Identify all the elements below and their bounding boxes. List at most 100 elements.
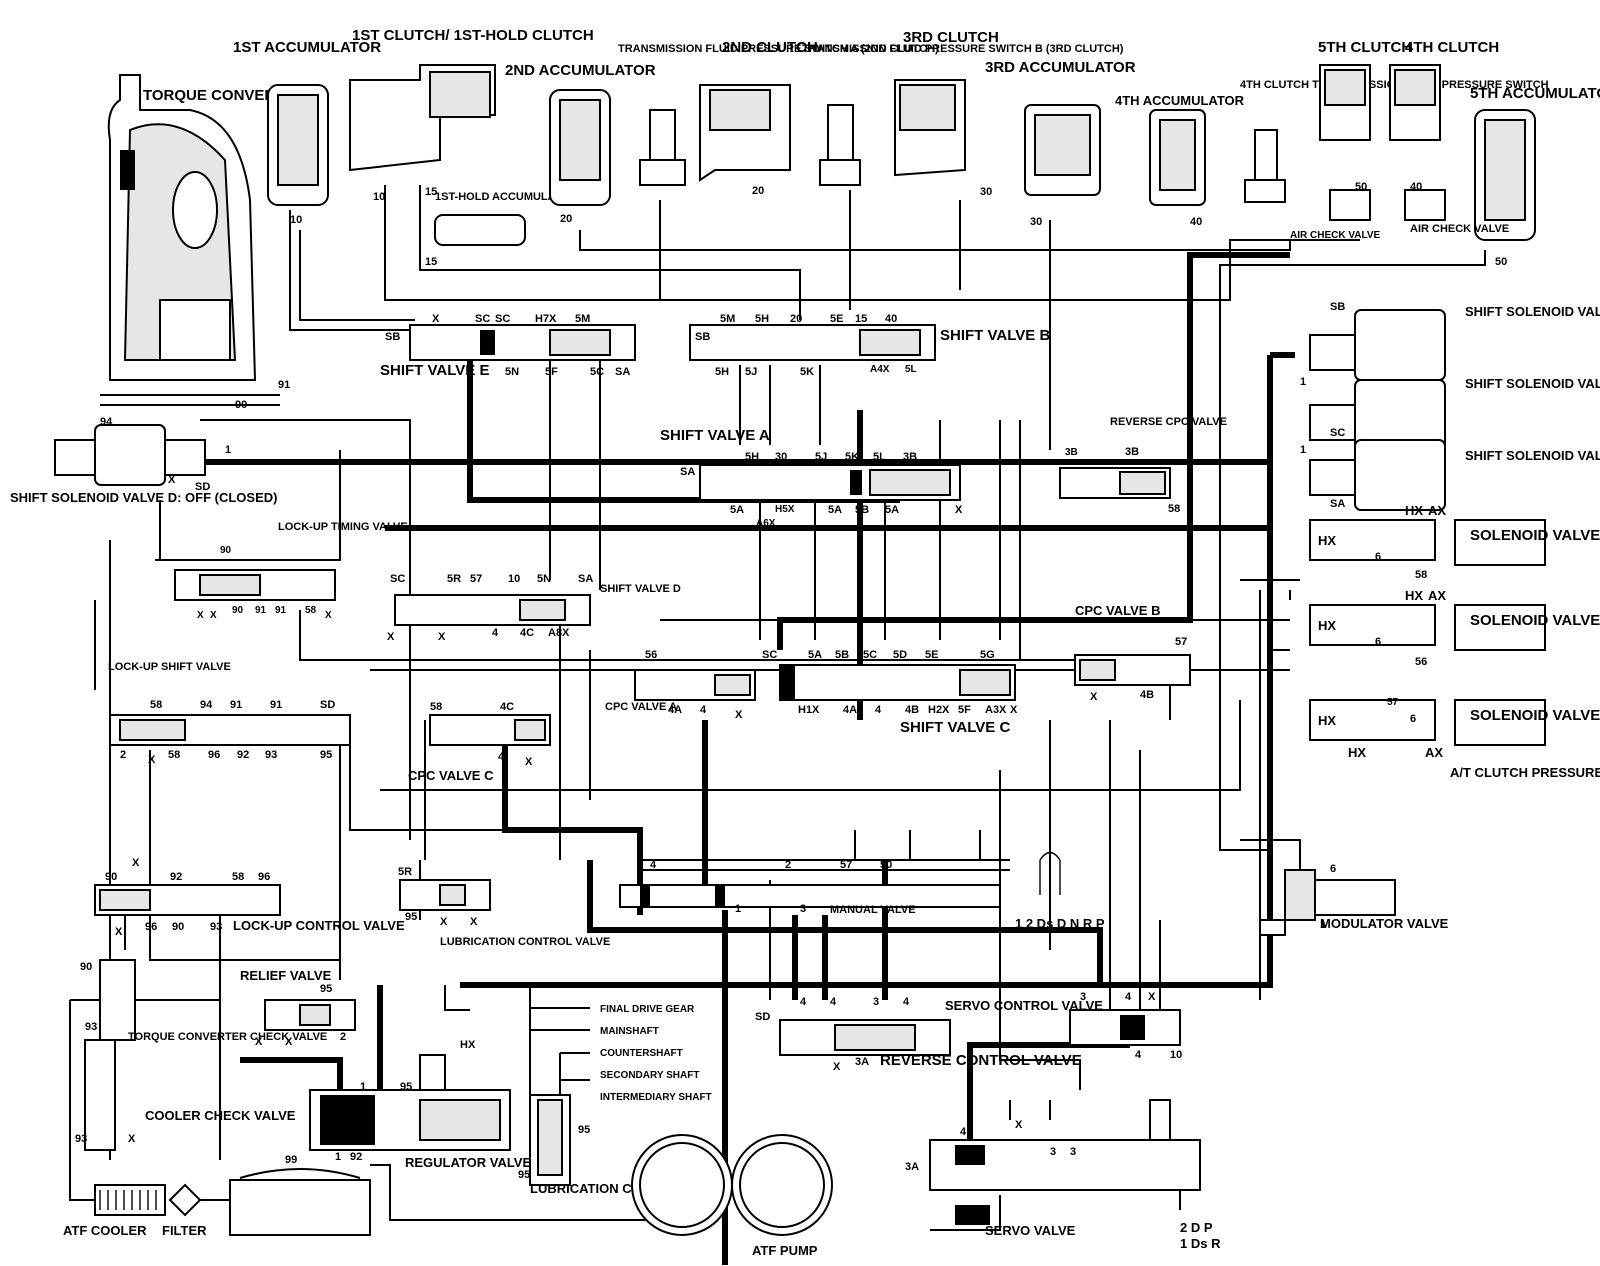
shift-solenoid-c-label: SHIFT SOLENOID VALVE C: OFF (OPEN) [1465, 376, 1600, 391]
cpc-valve-b-label: CPC VALVE B [1075, 603, 1160, 618]
port-4: 4 [1125, 991, 1132, 1003]
port-5k: 5K [845, 451, 859, 463]
port-96: 96 [258, 871, 270, 883]
port-30: 30 [775, 451, 787, 463]
servo-positions-top: 2 D P [1180, 1220, 1213, 1235]
port-90: 90 [80, 961, 92, 973]
port-1: 1 [225, 444, 231, 456]
port-1: 1 [1300, 444, 1306, 456]
port-x: X [148, 754, 156, 766]
port-10: 10 [1170, 1049, 1182, 1061]
port-96: 96 [145, 921, 157, 933]
port-10: 10 [508, 573, 520, 585]
servo-valve-label: SERVO VALVE [985, 1223, 1076, 1238]
torque-converter: TORQUE CONVERTER [100, 74, 305, 406]
first-clutch: 1ST CLUTCH/ 1ST-HOLD CLUTCH [349, 27, 594, 172]
servo-positions-bottom: 1 Ds R [1180, 1236, 1221, 1251]
port-sa: SA [578, 573, 593, 585]
atf-cooler-label: ATF COOLER [63, 1223, 147, 1238]
third-accumulator: 3RD ACCUMULATOR [985, 59, 1136, 196]
port-5a: 5A [808, 649, 822, 661]
port-sa: SA [680, 466, 695, 478]
lockup-shift-valve: LOCK-UP SHIFT VALVE [108, 661, 351, 746]
port-h2x: H2X [928, 704, 950, 716]
port-40: 40 [1410, 181, 1422, 193]
cpc-valve-c: CPC VALVE C [408, 714, 551, 783]
port-3: 3 [873, 996, 879, 1008]
port-2: 2 [785, 859, 791, 871]
relief-valve: RELIEF VALVE [240, 968, 356, 1031]
cooler-check-valve-label: COOLER CHECK VALVE [145, 1108, 296, 1123]
port-5a: 5A [885, 504, 899, 516]
shift-valve-d-label: SHIFT VALVE D [600, 583, 681, 595]
port-x: X [210, 610, 217, 621]
fluid-passages [69, 185, 1486, 1221]
air-check-valve-2-label: AIR CHECK VALVE [1410, 223, 1509, 235]
port-x: X [325, 610, 332, 621]
second-accumulator-label: 2ND ACCUMULATOR [505, 62, 656, 79]
shift-solenoid-c: SHIFT SOLENOID VALVE C: OFF (OPEN) [1309, 376, 1600, 451]
port-5c: 5C [863, 649, 877, 661]
shift-solenoid-b-label: SHIFT SOLENOID VALVE B: ON (CLOSED) [1465, 304, 1600, 319]
oil-pan [229, 1168, 371, 1236]
port-56: 56 [1415, 656, 1427, 668]
port-5j: 5J [815, 451, 827, 463]
manual-positions-label: 1 2 Ds D N R P [1015, 916, 1105, 931]
port-95: 95 [578, 1124, 590, 1136]
port-95: 95 [320, 749, 332, 761]
port-h1x: H1X [798, 704, 820, 716]
port-20: 20 [752, 185, 764, 197]
reverse-control-valve: REVERSE CONTROL VALVE [880, 1009, 1181, 1069]
port-58: 58 [232, 871, 244, 883]
lube-mainshaft: MAINSHAFT [600, 1026, 659, 1037]
port-15: 15 [855, 313, 867, 325]
port-90: 90 [220, 545, 232, 556]
port-58: 58 [430, 701, 442, 713]
shift-valve-c: SHIFT VALVE C [779, 664, 1016, 736]
port-1: 1 [1300, 376, 1306, 388]
cpc-valve-a: CPC VALVE A [605, 669, 756, 713]
port-5c20: 20 [790, 313, 802, 325]
port-91: 91 [278, 379, 290, 391]
torque-converter-label: TORQUE CONVERTER [143, 87, 305, 104]
port-96: 96 [208, 749, 220, 761]
port-91: 91 [270, 699, 282, 711]
port-sa: SA [1330, 498, 1345, 510]
port-3: 3 [1050, 1146, 1056, 1158]
port-95: 95 [320, 983, 332, 995]
port-3a: 3A [905, 1161, 919, 1173]
solenoid-c-ax-top: AX [1428, 503, 1446, 518]
solenoid-c-hx: HX [1318, 533, 1336, 548]
port-5a: 5A [828, 504, 842, 516]
tfp-switch-a: TRANSMISSION FLUID PRESSURE SWITCH A (2N… [618, 43, 939, 186]
port-sd: SD [195, 481, 210, 493]
cooler-check-valve: COOLER CHECK VALVE [145, 1108, 296, 1123]
port-h5x: H5X [775, 504, 795, 515]
solenoid-b-hx: HX [1318, 713, 1336, 728]
port-5l: 5L [873, 451, 886, 463]
port-95: 95 [400, 1081, 412, 1093]
port-5d: 5D [893, 649, 907, 661]
port-93: 93 [210, 921, 222, 933]
port-95: 95 [518, 1169, 530, 1181]
port-x: X [1015, 1119, 1023, 1131]
port-91: 91 [255, 605, 267, 616]
lockup-control-valve: LOCK-UP CONTROL VALVE [94, 884, 405, 933]
shift-valve-a-label: SHIFT VALVE A [660, 427, 770, 444]
cpc-valve-c-label: CPC VALVE C [408, 768, 494, 783]
tfp-switch-b-label: TRANSMISSION FLUID PRESSURE SWITCH B (3R… [802, 43, 1124, 55]
port-x: X [1010, 704, 1018, 716]
solenoid-a-ax-top: AX [1428, 588, 1446, 603]
shift-valve-e-label: SHIFT VALVE E [380, 362, 489, 379]
port-94: 94 [100, 416, 113, 428]
port-4a: 4A [843, 704, 857, 716]
port-95: 95 [405, 911, 417, 923]
port-5f: 5F [545, 366, 558, 378]
port-5f: 5F [958, 704, 971, 716]
lubrication-targets: FINAL DRIVE GEAR MAINSHAFT COUNTERSHAFT … [600, 1004, 712, 1103]
port-x: X [132, 857, 140, 869]
port-5l: 5L [905, 364, 917, 375]
third-clutch: 3RD CLUTCH [894, 29, 999, 177]
port-5j: 5J [745, 366, 757, 378]
cpc-valve-b: CPC VALVE B [1074, 603, 1191, 686]
